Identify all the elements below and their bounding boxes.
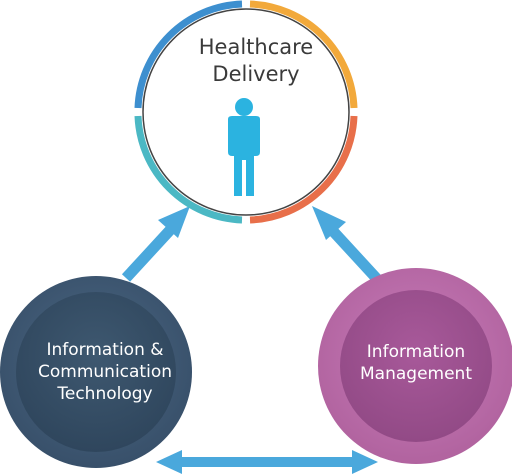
information-management-label: Information Management	[330, 342, 502, 386]
ict-label-line1: Information &	[46, 340, 164, 360]
healthcare-delivery-label: Healthcare Delivery	[156, 34, 356, 88]
ict-node	[0, 276, 192, 468]
arrow-ict-im-bidirectional	[156, 450, 378, 474]
healthcare-delivery-node	[134, 0, 358, 224]
information-management-node	[318, 268, 512, 464]
arrow-im-to-healthcare	[312, 206, 383, 284]
healthcare-title-line1: Healthcare	[198, 35, 314, 59]
person-icon	[228, 98, 260, 196]
healthcare-title-line2: Delivery	[212, 61, 300, 86]
im-label-line1: Information	[366, 342, 466, 362]
arrow-ict-to-healthcare	[121, 206, 190, 282]
ict-label: Information & Communication Technology	[18, 340, 192, 405]
im-label-line2: Management	[360, 363, 472, 384]
ict-label-line2: Communication	[38, 361, 172, 382]
ict-label-line3: Technology	[57, 383, 153, 404]
